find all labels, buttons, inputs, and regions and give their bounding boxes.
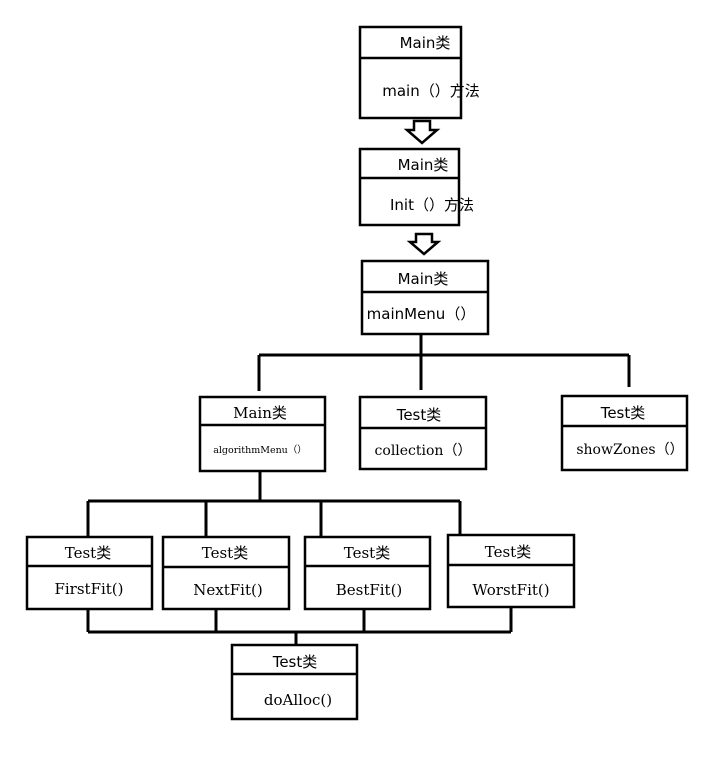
box-test-worstfit: Test类 WorstFit() [446, 533, 576, 609]
box-main-algorithm-method: algorithmMenu（） [213, 444, 307, 456]
connector-algorithms-doalloc [86, 607, 513, 645]
box-test-bestfit-title: Test类 [344, 544, 390, 562]
box-test-firstfit-title: Test类 [65, 544, 111, 562]
box-test-worstfit-method: WorstFit() [472, 581, 549, 599]
box-test-collection-title: Test类 [396, 406, 442, 424]
box-test-bestfit-method: BestFit() [336, 581, 403, 599]
box-test-showzones-method: showZones（） [576, 442, 683, 458]
box-main-menu-title: Main类 [398, 270, 449, 288]
box-main-algorithm-title: Main类 [233, 404, 287, 422]
down-arrow-2 [406, 232, 442, 256]
connector-algorithm-children [86, 471, 462, 537]
box-test-firstfit: Test类 FirstFit() [25, 535, 154, 611]
box-test-nextfit-title: Test类 [202, 544, 248, 562]
box-main-menu: Main类 mainMenu（） [360, 259, 490, 336]
box-test-worstfit-title: Test类 [485, 543, 531, 561]
box-main-main-method: main（）方法 [382, 82, 479, 100]
connector-mainmenu-children [257, 334, 631, 391]
box-main-init: Main类 Init（）方法 [358, 147, 474, 227]
box-main-main-title: Main类 [400, 34, 451, 52]
box-main-main: Main类 main（）方法 [358, 25, 480, 120]
box-test-bestfit: Test类 BestFit() [303, 535, 432, 611]
box-test-nextfit-method: NextFit() [193, 581, 262, 599]
box-test-showzones: Test类 showZones（） [560, 394, 689, 472]
down-arrow-1 [403, 119, 441, 145]
box-test-doalloc: Test类 doAlloc() [230, 643, 359, 721]
box-main-init-title: Main类 [398, 156, 449, 174]
box-main-menu-method: mainMenu（） [367, 305, 476, 323]
box-test-showzones-title: Test类 [600, 404, 646, 422]
box-test-firstfit-method: FirstFit() [54, 580, 123, 598]
box-main-init-method: Init（）方法 [390, 196, 474, 214]
box-test-doalloc-title: Test类 [272, 653, 318, 671]
box-test-collection-method: collection（） [375, 443, 472, 459]
box-test-collection: Test类 collection（） [358, 395, 488, 471]
box-test-nextfit: Test类 NextFit() [161, 535, 291, 611]
box-main-algorithm: Main类 algorithmMenu（） [198, 395, 327, 473]
box-test-doalloc-method: doAlloc() [264, 691, 332, 709]
